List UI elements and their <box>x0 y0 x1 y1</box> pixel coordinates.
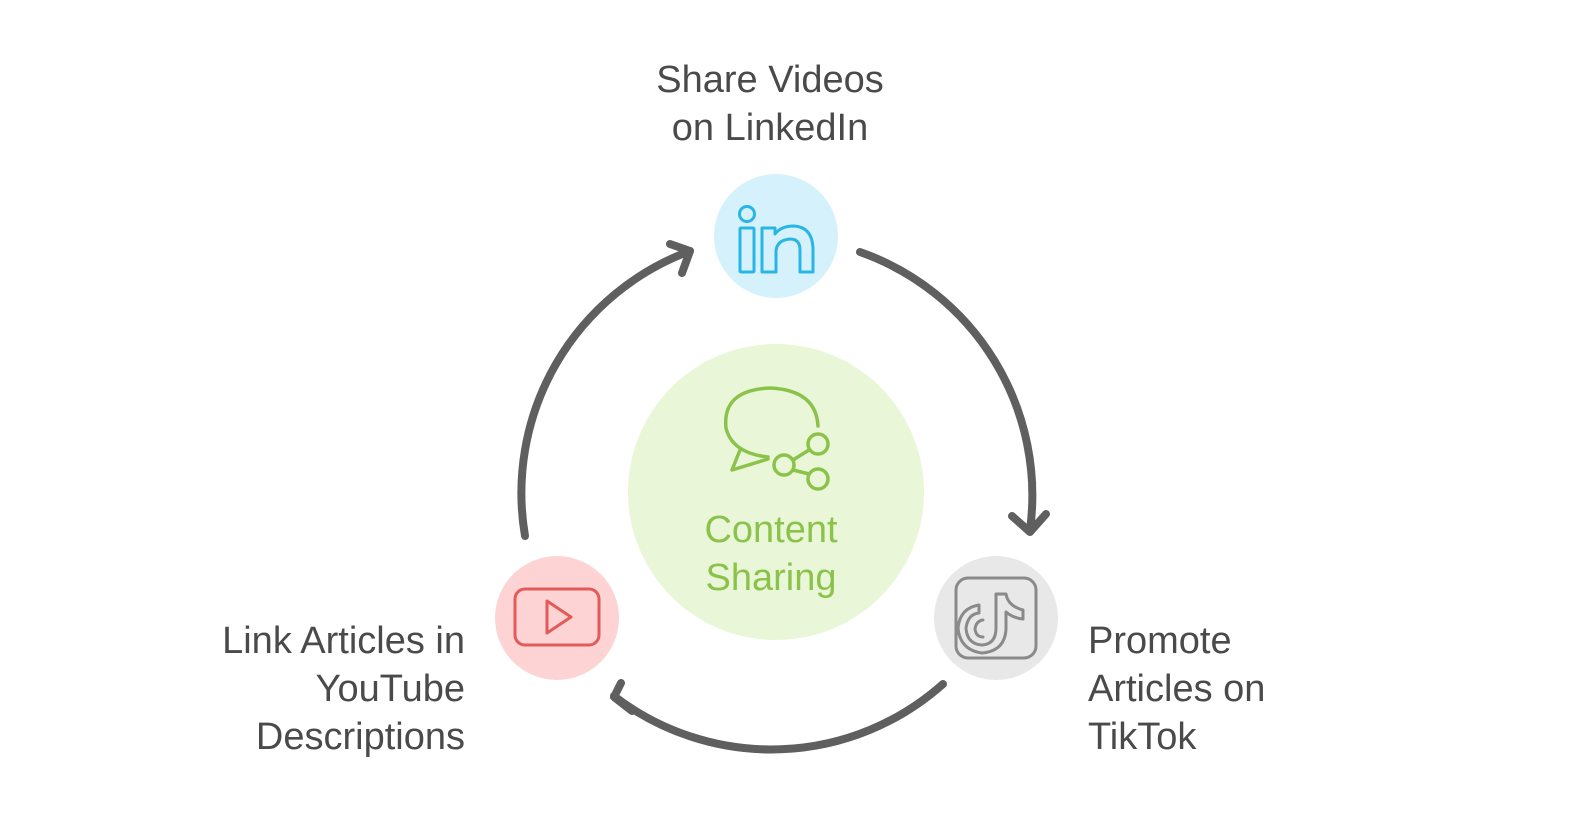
label-line: TikTok <box>1088 716 1197 758</box>
label-line: YouTube <box>315 668 465 710</box>
cycle-arrows <box>517 240 1050 754</box>
arrowhead-linkedin-to-tiktok <box>1008 510 1050 536</box>
label-line: Promote <box>1088 620 1232 662</box>
linkedin-node-circle <box>714 174 838 298</box>
chat-share-icon <box>724 386 830 491</box>
center-circle <box>628 344 924 640</box>
label-share-videos-linkedin: Share Videos on LinkedIn <box>620 56 920 152</box>
tiktok-icon <box>954 576 1038 660</box>
label-line: Articles on <box>1088 668 1266 710</box>
label-line: Descriptions <box>255 716 465 758</box>
linkedin-icon <box>738 205 815 274</box>
label-line: on LinkedIn <box>671 107 869 149</box>
label-line: Link Articles in <box>222 620 465 662</box>
arrowhead-youtube-to-linkedin <box>666 240 694 277</box>
label-line: Content <box>704 509 838 551</box>
label-link-articles-youtube: Link Articles in YouTube Descriptions <box>165 617 465 761</box>
label-line: Share Videos <box>656 59 884 101</box>
center-label-content-sharing: Content Sharing <box>640 506 902 602</box>
label-promote-articles-tiktok: Promote Articles on TikTok <box>1088 617 1265 761</box>
arrow-linkedin-to-tiktok <box>856 248 1037 534</box>
arrow-tiktok-to-youtube <box>610 680 947 754</box>
arrow-youtube-to-linkedin <box>517 247 694 540</box>
label-line: Sharing <box>705 557 837 599</box>
arrowhead-tiktok-to-youtube <box>610 679 636 715</box>
youtube-icon <box>513 587 601 647</box>
youtube-node-circle <box>495 556 619 680</box>
